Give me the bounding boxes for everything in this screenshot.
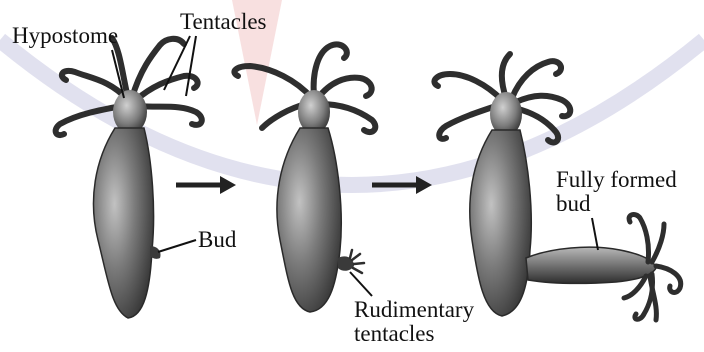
label-rudimentary-line2: tentacles bbox=[354, 322, 474, 346]
label-fully-line1: Fully formed bbox=[556, 168, 677, 192]
fully-formed-bud bbox=[526, 247, 656, 283]
arrow-1 bbox=[176, 176, 236, 194]
label-tentacles: Tentacles bbox=[180, 10, 267, 34]
leader-rudimentary bbox=[350, 272, 372, 296]
label-rudimentary-line1: Rudimentary bbox=[354, 298, 474, 322]
label-fully-formed-bud: Fully formed bud bbox=[556, 168, 677, 216]
body-stage-1 bbox=[93, 128, 153, 318]
label-hypostome: Hypostome bbox=[12, 24, 118, 48]
label-rudimentary-tentacles: Rudimentary tentacles bbox=[354, 298, 474, 346]
leader-bud bbox=[158, 240, 196, 252]
leader-tentacles-1 bbox=[164, 36, 190, 90]
label-fully-line2: bud bbox=[556, 192, 677, 216]
leader-fully-formed bbox=[592, 218, 598, 250]
body-stage-3 bbox=[470, 130, 531, 316]
body-stage-2 bbox=[277, 128, 341, 312]
hydra-stage-1 bbox=[56, 38, 202, 318]
label-bud: Bud bbox=[198, 228, 236, 252]
rudimentary-bud-stage-2 bbox=[338, 250, 364, 273]
